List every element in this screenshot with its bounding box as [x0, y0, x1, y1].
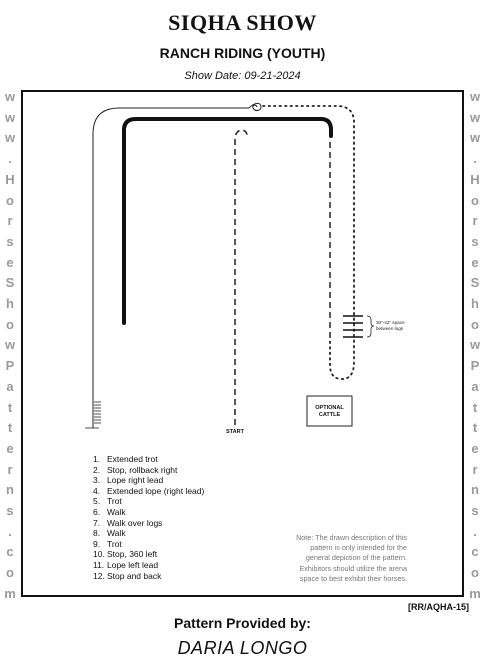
watermark-char: w — [4, 130, 16, 146]
watermark-char: o — [471, 316, 479, 332]
watermark-char: e — [6, 254, 14, 270]
watermark-char: r — [472, 213, 478, 229]
step-item: 3.Lope right lead — [93, 475, 164, 486]
watermark-char: H — [5, 171, 15, 187]
watermark-char: t — [7, 399, 13, 415]
class-name: RANCH RIDING (YOUTH) — [159, 45, 326, 61]
log-brace — [366, 315, 375, 338]
watermark-char: P — [470, 358, 480, 374]
pattern-diagram: 30"-42" space between logs OPTIONAL CATT… — [85, 102, 405, 435]
step-item: 8.Walk — [93, 528, 126, 539]
watermark-char: w — [4, 109, 16, 125]
pattern-code: [RR/AQHA-15] — [407, 602, 469, 612]
show-title: SIQHA SHOW — [168, 10, 317, 35]
watermark-char: n — [6, 482, 14, 498]
provided-by-label: Pattern Provided by: — [174, 615, 311, 631]
step-item: 11.Lope left lead — [93, 559, 159, 570]
watermark-char: . — [8, 523, 12, 539]
cattle-label-cattle: CATTLE — [319, 412, 341, 418]
watermark-char: m — [4, 585, 16, 601]
watermark-char: . — [473, 151, 477, 167]
watermark-char: o — [471, 192, 479, 208]
watermark-char: . — [473, 523, 477, 539]
pattern-note: Note: The drawn description of this patt… — [296, 533, 407, 583]
optional-cattle-box — [306, 395, 353, 427]
watermark-char: a — [6, 378, 14, 394]
watermark-char: s — [6, 233, 14, 249]
show-date: Show Date: 09-21-2024 — [184, 70, 301, 82]
step-item: 7.Walk over logs — [93, 517, 163, 528]
cattle-label-optional: OPTIONAL — [315, 405, 344, 411]
log-note-line1: 30"-42" space — [376, 320, 405, 325]
path-dashed — [234, 129, 248, 425]
watermark-char: w — [4, 337, 16, 353]
watermark-char: o — [6, 316, 14, 332]
step-item: 10.Stop, 360 left — [93, 549, 158, 560]
watermark-char: h — [471, 296, 479, 312]
watermark-char: r — [7, 213, 13, 229]
watermark-char: t — [472, 399, 478, 415]
log-note-line2: between logs — [376, 326, 404, 331]
step-item: 2.Stop, rollback right — [93, 464, 178, 475]
logs — [343, 315, 363, 338]
watermark-char: w — [469, 89, 481, 104]
watermark-char: h — [6, 296, 14, 312]
watermark-char: H — [470, 171, 480, 187]
watermark-char: o — [6, 565, 14, 581]
path-left-solid — [92, 107, 249, 428]
step-item: 1.Extended trot — [93, 454, 158, 464]
rollback-curl — [248, 102, 262, 111]
watermark-char: e — [471, 254, 479, 270]
watermark-char: t — [7, 420, 13, 436]
watermark-char: s — [471, 503, 479, 519]
arena-border — [21, 90, 464, 597]
watermark-char: a — [471, 378, 479, 394]
watermark-char: P — [5, 358, 15, 374]
path-lope — [122, 117, 333, 325]
step-item: 12.Stop and back — [93, 570, 162, 581]
watermark-char: r — [472, 461, 478, 477]
author-name: DARIA LONGO — [177, 638, 308, 658]
watermark-char: o — [471, 565, 479, 581]
watermark-char: r — [7, 461, 13, 477]
watermark-char: e — [471, 440, 479, 456]
watermark-char: S — [470, 275, 480, 291]
step-item: 5.Trot — [93, 496, 122, 507]
watermark-char: m — [469, 585, 481, 601]
watermark-char: w — [469, 337, 481, 353]
watermark-char: S — [5, 275, 15, 291]
watermark-char: . — [8, 151, 12, 167]
watermark-char: n — [471, 482, 479, 498]
watermark-char: s — [471, 233, 479, 249]
watermark-char: w — [4, 89, 16, 104]
pattern-steps: 1.Extended trot 2.Stop, rollback right 3… — [93, 454, 204, 581]
watermark-char: c — [6, 544, 14, 560]
watermark-char: e — [6, 440, 14, 456]
watermark-char: w — [469, 130, 481, 146]
backup-marks — [85, 401, 101, 429]
watermark-char: t — [472, 420, 478, 436]
watermark-char: c — [471, 544, 479, 560]
step-item: 9.Trot — [93, 538, 122, 549]
path-dotted — [262, 105, 355, 380]
watermark-char: s — [6, 503, 14, 519]
watermark-char: w — [469, 109, 481, 125]
step-item: 6.Walk — [93, 506, 126, 517]
watermark-char: o — [6, 192, 14, 208]
start-label: START — [226, 429, 245, 435]
step-item: 4.Extended lope (right lead) — [93, 485, 205, 496]
